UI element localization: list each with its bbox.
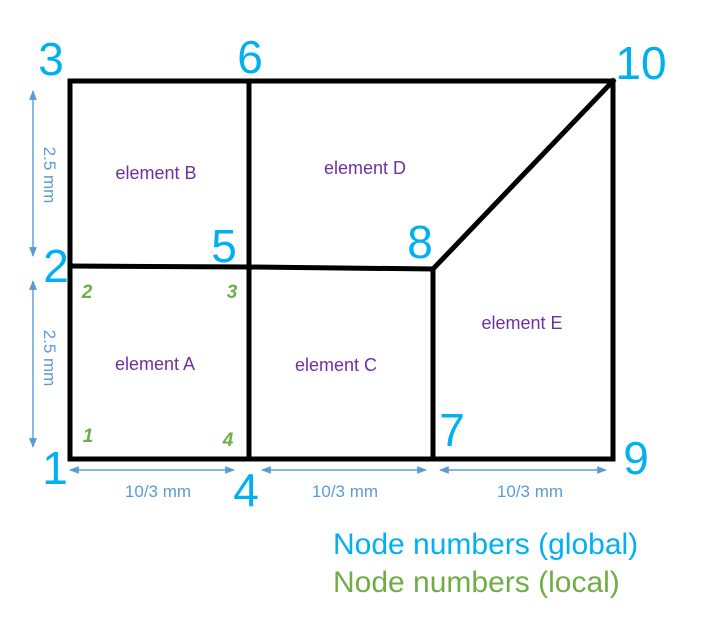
mesh-edges (67, 77, 617, 462)
local-node-labels: 1 2 3 4 (81, 282, 238, 451)
local-node-2: 2 (81, 282, 93, 303)
element-label-e: element E (481, 313, 562, 333)
edge-5-8 (246, 264, 436, 272)
global-node-3: 3 (38, 33, 64, 85)
global-node-8: 8 (407, 216, 433, 268)
edge-8-10 (429, 77, 617, 273)
local-node-1: 1 (83, 426, 94, 447)
local-node-4: 4 (222, 430, 234, 451)
legend-local: Node numbers (local) (333, 566, 620, 599)
element-label-c: element C (295, 355, 377, 375)
global-node-9: 9 (623, 432, 649, 484)
element-label-b: element B (115, 163, 196, 183)
element-label-d: element D (324, 158, 406, 178)
dimension-label-horizontal-1: 10/3 mm (125, 482, 191, 501)
global-node-4: 4 (233, 464, 259, 516)
dimension-label-horizontal-3: 10/3 mm (497, 482, 563, 501)
dimension-label-vertical-top: 2.5 mm (40, 147, 59, 204)
element-label-a: element A (115, 354, 195, 374)
global-node-1: 1 (42, 442, 68, 494)
edge-2-5 (67, 263, 252, 270)
global-node-labels: 1 2 3 4 5 6 7 8 9 10 (38, 31, 666, 516)
dimension-label-horizontal-2: 10/3 mm (312, 482, 378, 501)
legend-global: Node numbers (global) (333, 528, 638, 561)
legend: Node numbers (global) Node numbers (loca… (333, 528, 638, 599)
dimension-label-vertical-bottom: 2.5 mm (40, 330, 59, 387)
element-labels: element A element B element C element D … (115, 158, 563, 375)
global-node-5: 5 (211, 220, 237, 272)
local-node-3: 3 (227, 282, 238, 303)
global-node-2: 2 (43, 240, 69, 292)
global-node-7: 7 (439, 404, 465, 456)
dimension-annotations: 2.5 mm 2.5 mm 10/3 mm 10/3 mm 10/3 mm (29, 90, 607, 501)
global-node-10: 10 (615, 37, 666, 89)
global-node-6: 6 (237, 31, 263, 83)
